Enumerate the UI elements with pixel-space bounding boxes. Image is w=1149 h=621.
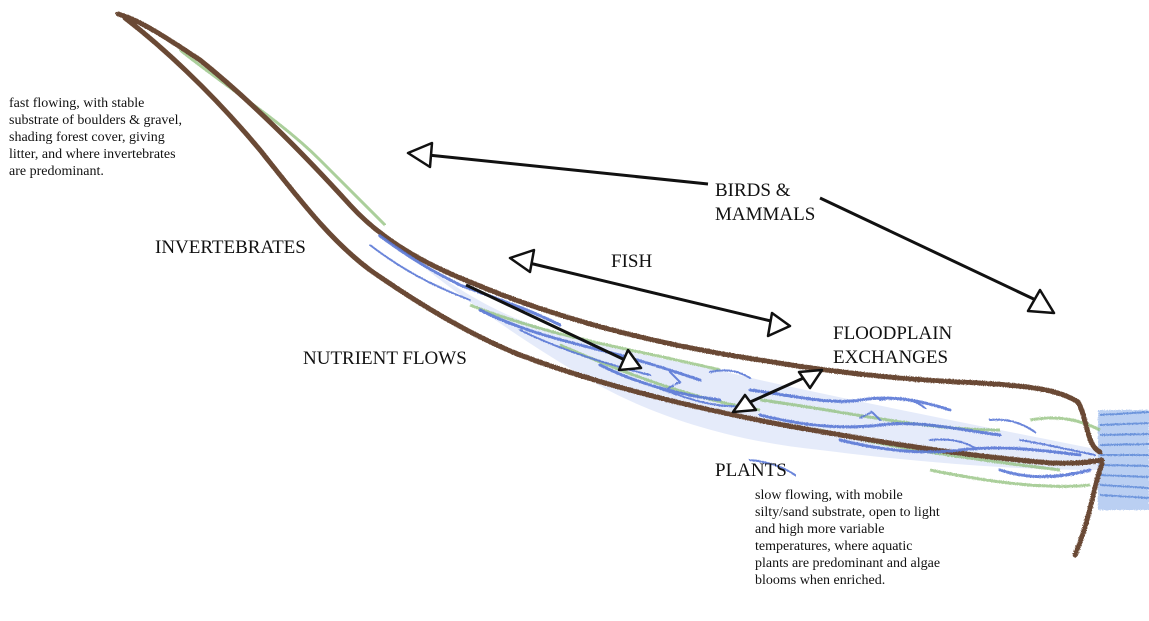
label-birds-line2: MAMMALS: [715, 204, 815, 225]
label-nutrient-flows: NUTRIENT FLOWS: [303, 347, 467, 371]
arrow-birds-upstream: [428, 155, 708, 184]
arrowhead-fish-right: [768, 313, 790, 336]
note-upstream-line: shading forest cover, giving: [9, 129, 182, 146]
sea-outlet: [1098, 410, 1149, 510]
note-upstream-line: substrate of boulders & gravel,: [9, 112, 182, 129]
note-upstream: fast flowing, with stable substrate of b…: [9, 95, 182, 180]
note-downstream: slow flowing, with mobile silty/sand sub…: [755, 487, 940, 589]
arrowhead-birds-sea: [1028, 290, 1054, 313]
label-floodplain-line1: FLOODPLAIN: [833, 323, 952, 344]
arrowhead-fish-left: [510, 250, 534, 272]
note-downstream-line: blooms when enriched.: [755, 572, 940, 589]
note-upstream-line: litter, and where invertebrates: [9, 146, 182, 163]
arrowhead-birds-upstream: [408, 143, 432, 167]
note-downstream-line: plants are predominant and algae: [755, 555, 940, 572]
arrow-birds-sea: [820, 198, 1040, 302]
lower-bank-lip: [1075, 464, 1102, 555]
note-upstream-line: fast flowing, with stable: [9, 95, 182, 112]
note-upstream-line: are predominant.: [9, 163, 182, 180]
note-downstream-line: silty/sand substrate, open to light: [755, 504, 940, 521]
label-plants: PLANTS: [715, 459, 787, 483]
arrowhead-floodplain-up: [799, 370, 822, 388]
note-downstream-line: slow flowing, with mobile: [755, 487, 940, 504]
label-birds-line1: BIRDS &: [715, 180, 791, 201]
note-downstream-line: and high more variable: [755, 521, 940, 538]
note-downstream-line: temperatures, where aquatic: [755, 538, 940, 555]
label-floodplain-line2: EXCHANGES: [833, 347, 948, 368]
label-birds-mammals: BIRDS & MAMMALS: [715, 179, 815, 227]
label-invertebrates: INVERTEBRATES: [155, 236, 306, 260]
label-floodplain-exchanges: FLOODPLAIN EXCHANGES: [833, 322, 952, 370]
label-fish: FISH: [611, 250, 652, 274]
